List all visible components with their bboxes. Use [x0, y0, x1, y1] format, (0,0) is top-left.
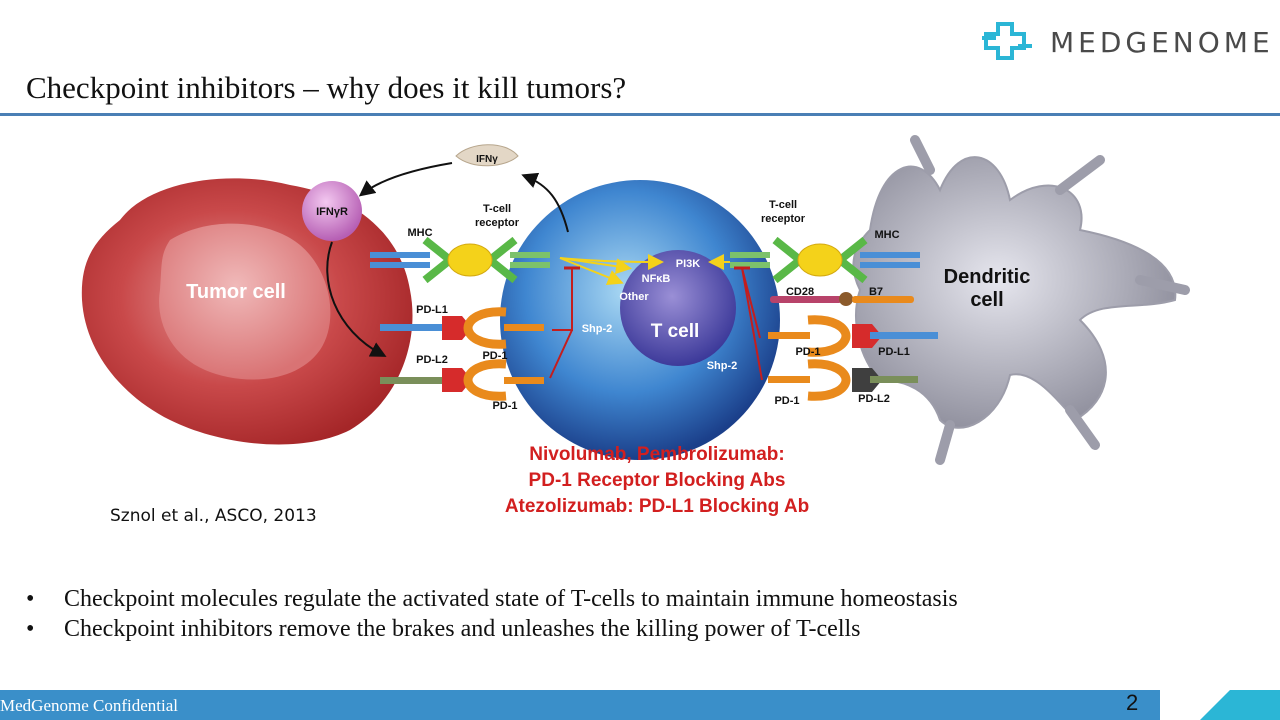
b7-ligand [852, 296, 914, 303]
mhc-left-label: MHC [407, 227, 432, 239]
citation: Sznol et al., ASCO, 2013 [110, 506, 317, 526]
bullet-item: • Checkpoint molecules regulate the acti… [26, 585, 1226, 613]
page-number: 2 [1126, 690, 1139, 715]
pdl2-right-label: PD-L2 [858, 393, 890, 405]
bullet-text: Checkpoint molecules regulate the activa… [64, 586, 958, 612]
drug-caption-line-2: PD-1 Receptor Blocking Abs [529, 470, 786, 491]
slide-title: Checkpoint inhibitors – why does it kill… [26, 70, 627, 105]
b7-label: B7 [869, 286, 883, 298]
footer-text: MedGenome Confidential [0, 696, 178, 715]
title-divider [0, 113, 1280, 116]
ifngr-receptor [302, 181, 362, 241]
left-pdl1-pd1-pair [380, 307, 544, 349]
ifng-molecule [455, 144, 519, 167]
left-pdl2-pd1-pair [380, 359, 544, 401]
drug-caption-line-3: Atezolizumab: PD-L1 Blocking Ab [505, 496, 809, 517]
other-label: Other [619, 291, 649, 303]
t-cell-label: T cell [651, 321, 700, 342]
shp2-left-label: Shp-2 [582, 323, 613, 335]
pdl1-left-label: PD-L1 [416, 304, 448, 316]
cd28-label: CD28 [786, 286, 814, 298]
cd28-receptor [770, 296, 842, 303]
right-pd1-pdl2-pair [768, 359, 918, 401]
pd1-right-label-2: PD-1 [774, 395, 799, 407]
pd1-left-label-1: PD-1 [482, 350, 507, 362]
ifng-label: IFNγ [476, 154, 498, 165]
brand-name: MEDGENOME [1050, 25, 1274, 59]
nfkb-label: NFκB [642, 273, 671, 285]
pd1-left-label-2: PD-1 [492, 400, 517, 412]
pdl1-right-label: PD-L1 [878, 346, 910, 358]
tcr-right-label-2: receptor [761, 213, 806, 225]
bullet-marker: • [26, 616, 35, 642]
pdl2-left-label: PD-L2 [416, 354, 448, 366]
pi3k-label: PI3K [676, 258, 701, 270]
tumor-cell-label: Tumor cell [186, 281, 286, 303]
tcr-left-label-2: receptor [475, 217, 520, 229]
bullet-list: • Checkpoint molecules regulate the acti… [26, 585, 1226, 643]
ifngr-label: IFNγR [316, 206, 348, 218]
right-pd1-pdl1-pair [768, 315, 938, 357]
medgenome-cross-icon [982, 22, 1032, 60]
dendritic-label-1: Dendritic [944, 266, 1031, 288]
tumor-cell [81, 178, 413, 445]
left-mhc-tcr-complex [370, 236, 550, 284]
tcr-right-label-1: T-cell [769, 199, 797, 211]
footer-accent-wedge [1200, 690, 1280, 720]
right-mhc-tcr-complex [730, 236, 920, 284]
footer-bar [0, 690, 1160, 720]
bullet-marker: • [26, 586, 35, 612]
shp2-right-label: Shp-2 [707, 360, 738, 372]
medgenome-logo: MEDGENOME [978, 20, 1274, 64]
dendritic-label-2: cell [970, 289, 1003, 311]
checkpoint-diagram: Dendritic cell Tumor cell T cell IFNγ IF… [81, 135, 1190, 517]
mhc-right-label: MHC [874, 229, 899, 241]
tcr-left-label-1: T-cell [483, 203, 511, 215]
drug-caption-line-1: Nivolumab, Pembrolizumab: [529, 444, 784, 465]
t-cell [500, 180, 780, 460]
bullet-text: Checkpoint inhibitors remove the brakes … [64, 616, 861, 642]
pd1-right-label-1: PD-1 [795, 346, 820, 358]
bullet-item: • Checkpoint inhibitors remove the brake… [26, 615, 1226, 643]
